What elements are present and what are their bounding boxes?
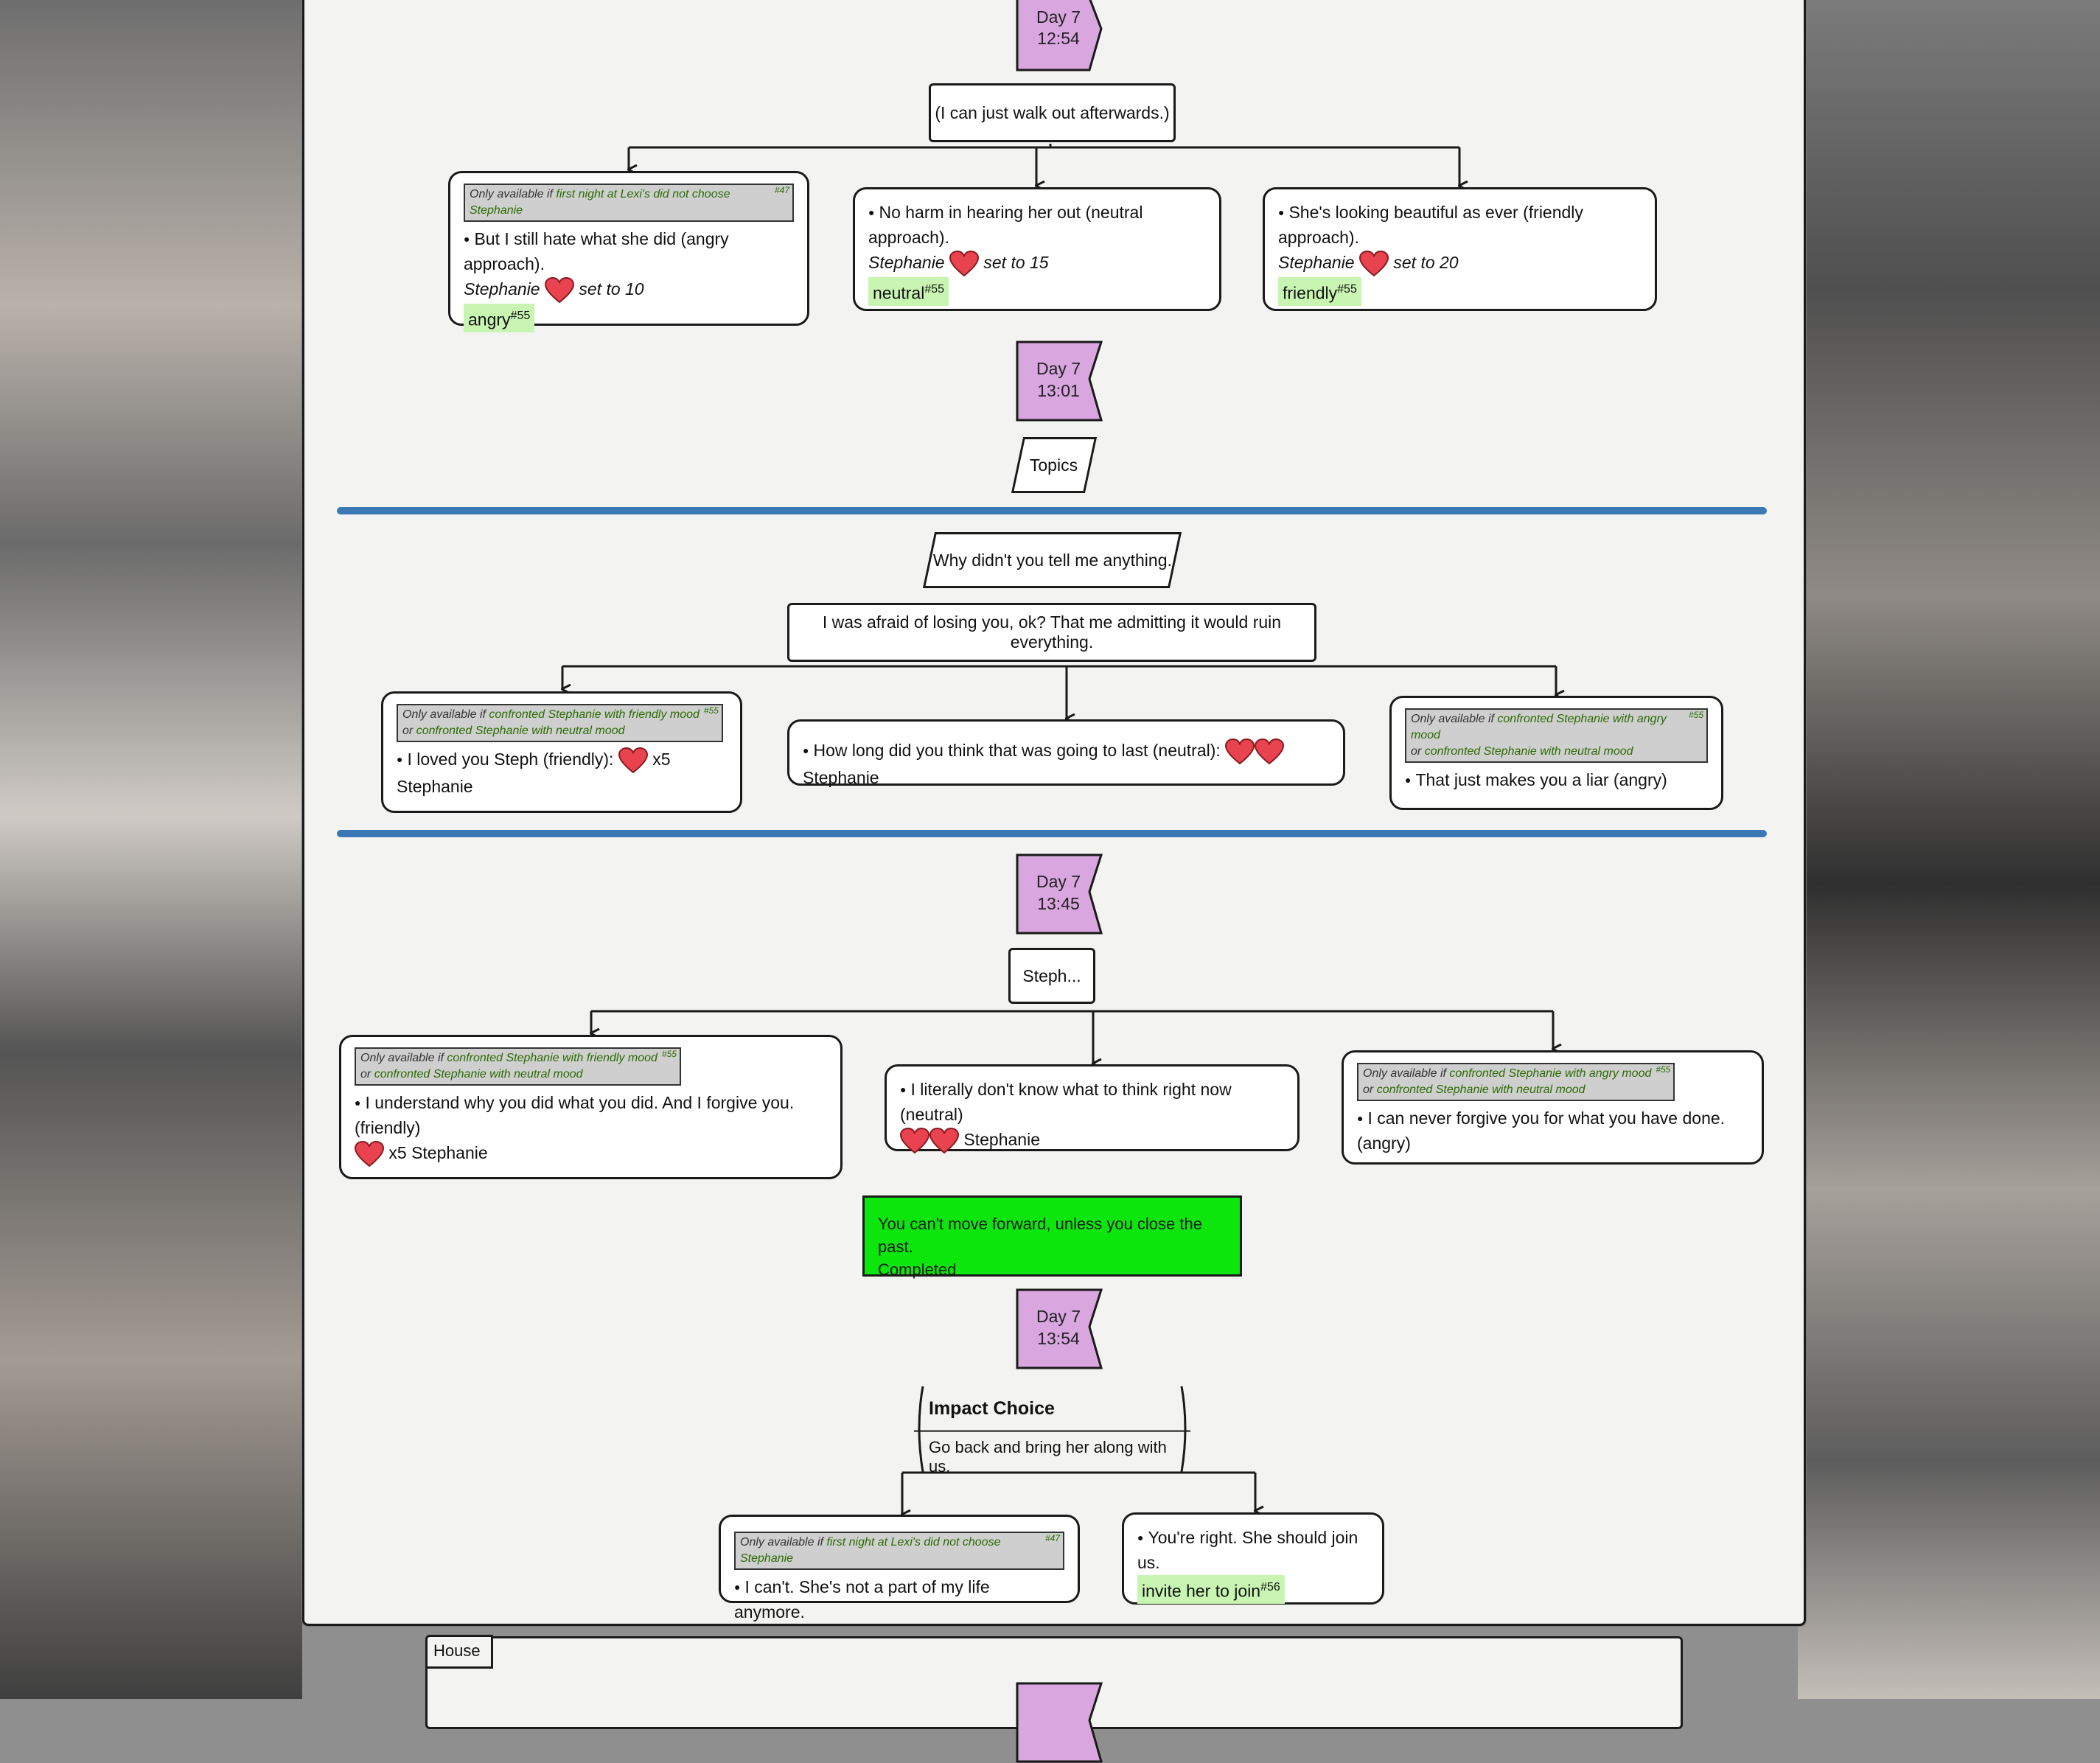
effect-flag: invite her to join#56 xyxy=(1137,1575,1285,1604)
choice-cant: Only available if first night at Lexi's … xyxy=(719,1515,1080,1621)
flag-time: 13:45 xyxy=(1037,894,1080,913)
affection-set: set to 10 xyxy=(579,279,644,299)
time-flag-1-label: Day 7 12:54 xyxy=(1016,0,1103,77)
choice-how-long: How long did you think that was going to… xyxy=(787,719,1345,787)
quest-title: You can't move forward, unless you close… xyxy=(878,1215,1202,1256)
flag-day: Day 7 xyxy=(1036,359,1081,378)
flag-time: 13:54 xyxy=(1037,1329,1080,1348)
character-name: Stephanie xyxy=(1278,253,1355,272)
heart-icon xyxy=(355,1140,384,1167)
affection-effect: x5 Stephanie xyxy=(397,750,671,796)
node-afraid: I was afraid of losing you, ok? That me … xyxy=(787,603,1316,662)
flag-day: Day 7 xyxy=(1036,872,1081,891)
background-collage-left xyxy=(0,0,302,1699)
time-flag-4-label: Day 7 13:54 xyxy=(1016,1288,1103,1369)
choice-text: You're right. She should join us. xyxy=(1137,1528,1358,1572)
impact-choice-node: Impact Choice Go back and bring her alon… xyxy=(914,1383,1190,1476)
choice-neutral-approach: No harm in hearing her out (neutral appr… xyxy=(853,187,1221,311)
condition-badge: Only available if confronted Stephanie w… xyxy=(1405,708,1708,763)
condition-badge: Only available if confronted Stephanie w… xyxy=(397,704,723,742)
affection-effect: Stephanie xyxy=(803,767,879,787)
heart-icon xyxy=(949,250,979,277)
heart-icon xyxy=(1225,738,1255,765)
time-flag-5 xyxy=(1016,1682,1103,1763)
heart-icon xyxy=(618,747,648,774)
flag-time: 12:54 xyxy=(1037,29,1080,48)
heart-icon xyxy=(1358,250,1389,277)
choice-text: I loved you Steph (friendly): xyxy=(397,750,613,769)
node-topics: Topics xyxy=(1011,437,1098,493)
flag-day: Day 7 xyxy=(1036,1307,1081,1326)
heart-icon xyxy=(544,276,574,304)
section-separator-bottom xyxy=(337,830,1767,837)
section-separator-top xyxy=(337,507,1767,514)
connector-lines xyxy=(0,144,2100,1699)
choice-text: I can never forgive you for what you hav… xyxy=(1357,1109,1725,1153)
impact-title: Impact Choice xyxy=(929,1398,1055,1419)
choice-text: I literally don't know what to think rig… xyxy=(900,1080,1232,1124)
flag-time: 13:01 xyxy=(1037,381,1080,400)
choice-text: No harm in hearing her out (neutral appr… xyxy=(868,203,1143,247)
condition-badge: Only available if confronted Stephanie w… xyxy=(355,1047,681,1086)
quest-status: Completed xyxy=(878,1260,957,1279)
affection-effect: Stephanie xyxy=(963,1130,1040,1149)
affection-set: set to 20 xyxy=(1393,253,1459,272)
impact-description: Go back and bring her along with us. xyxy=(929,1438,1167,1476)
mood-flag: neutral#55 xyxy=(868,276,949,306)
choice-dont-know: I literally don't know what to think rig… xyxy=(885,1064,1300,1154)
heart-icon xyxy=(929,1127,959,1154)
character-name: Stephanie xyxy=(464,279,540,299)
condition-badge: Only available if first night at Lexi's … xyxy=(734,1532,1064,1570)
mood-flag: angry#55 xyxy=(464,303,535,332)
choice-text: She's looking beautiful as ever (friendl… xyxy=(1278,203,1583,247)
quest-completed-banner: You can't move forward, unless you close… xyxy=(862,1195,1242,1279)
node-walk-out: (I can just walk out afterwards.) xyxy=(929,83,1176,142)
choice-text: How long did you think that was going to… xyxy=(803,741,1221,760)
time-flag-2-label: Day 7 13:01 xyxy=(1016,341,1103,422)
choice-join-us: You're right. She should join us. invite… xyxy=(1122,1512,1384,1605)
node-steph: Steph... xyxy=(1008,948,1095,1004)
choice-friendly-approach: She's looking beautiful as ever (friendl… xyxy=(1263,187,1657,311)
choice-text: But I still hate what she did (angry app… xyxy=(464,229,729,273)
choice-text: I understand why you did what you did. A… xyxy=(355,1093,794,1137)
choice-loved-you: Only available if confronted Stephanie w… xyxy=(381,691,742,813)
choice-never-forgive: Only available if confronted Stephanie w… xyxy=(1342,1050,1764,1165)
choice-text: That just makes you a liar (angry) xyxy=(1405,770,1667,789)
character-name: Stephanie xyxy=(868,253,945,272)
time-flag-2 xyxy=(1016,341,1103,422)
choice-angry-approach: Only available if first night at Lexi's … xyxy=(448,171,809,332)
mood-flag: friendly#55 xyxy=(1278,276,1361,306)
time-flag-4 xyxy=(1016,1288,1103,1369)
time-flag-3-label: Day 7 13:45 xyxy=(1016,853,1103,935)
heart-icon xyxy=(900,1127,929,1154)
choice-liar: Only available if confronted Stephanie w… xyxy=(1389,696,1723,810)
choice-forgive: Only available if confronted Stephanie w… xyxy=(339,1035,843,1179)
flag-day: Day 7 xyxy=(1036,7,1081,27)
heart-icon xyxy=(1255,738,1285,765)
node-why: Why didn't you tell me anything. xyxy=(922,532,1182,588)
condition-badge: Only available if confronted Stephanie w… xyxy=(1357,1063,1675,1101)
background-collage-right xyxy=(1798,0,2100,1699)
time-flag-1 xyxy=(1016,0,1103,71)
affection-set: set to 15 xyxy=(983,253,1049,272)
condition-badge: Only available if first night at Lexi's … xyxy=(464,184,794,222)
impact-bracket xyxy=(918,1386,1187,1473)
affection-effect: x5 Stephanie xyxy=(388,1143,488,1162)
time-flag-3 xyxy=(1016,853,1103,935)
section-tag-house: House xyxy=(425,1635,493,1669)
